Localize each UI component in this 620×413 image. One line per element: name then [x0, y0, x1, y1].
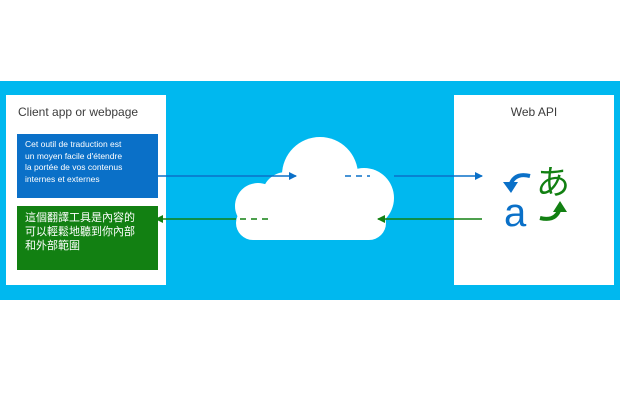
source-text-line: un moyen facile d'étendre: [25, 150, 123, 161]
cloud-icon: [235, 137, 394, 240]
source-text-line: la portée de vos contenus: [25, 162, 123, 172]
source-text-box: Cet outil de traduction est un moyen fac…: [17, 134, 158, 198]
web-api-title: Web API: [510, 105, 558, 119]
green-swap-arrow-icon: [539, 201, 567, 221]
translated-text-line: 這個翻譯工具是內容的: [25, 211, 135, 224]
japanese-glyph: あ: [536, 163, 570, 203]
translated-text-box: 這個翻譯工具是內容的 可以輕鬆地聽到你內部 和外部範圍: [17, 206, 158, 270]
source-text-line: Cet outil de traduction est: [25, 139, 122, 149]
latin-glyph: a: [504, 191, 527, 232]
client-app-title: Client app or webpage: [18, 105, 139, 119]
translated-text-line: 和外部範圍: [25, 239, 80, 252]
translator-icon: あ a: [503, 163, 570, 232]
blue-swap-arrow-icon: [503, 173, 531, 193]
translated-text-line: 可以輕鬆地聽到你內部: [25, 225, 135, 238]
web-api-panel: Web API: [454, 95, 614, 285]
source-text-line: internes et externes: [25, 173, 100, 184]
client-app-panel: Client app or webpage Cet outil de tradu…: [6, 95, 166, 285]
